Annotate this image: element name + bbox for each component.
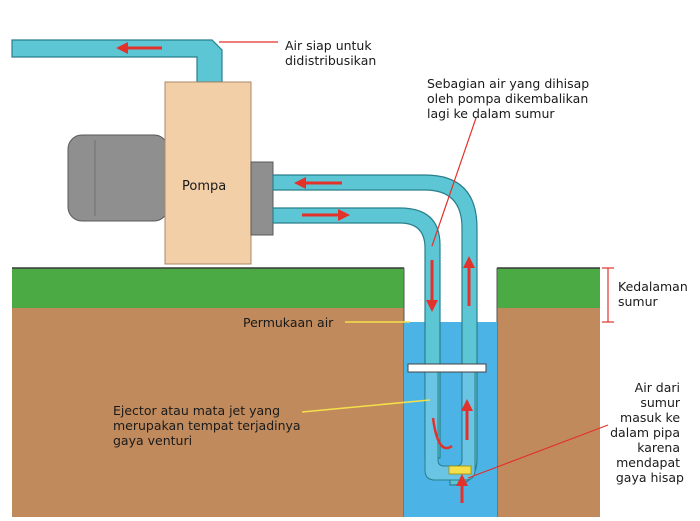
ground [12, 267, 600, 517]
soil-right [497, 268, 600, 517]
callout-lines [219, 41, 614, 479]
label-ejector: Ejector atau mata jet yang merupakan tem… [113, 403, 305, 448]
pump-body [164, 81, 252, 265]
pump-coupling [250, 161, 274, 236]
label-water-surface: Permukaan air [243, 315, 334, 330]
pipe-clamp [407, 363, 487, 373]
arrow-ejector-loop [431, 417, 453, 450]
grass-left [12, 268, 404, 308]
motor-housing [67, 134, 169, 222]
flow-arrows [116, 42, 475, 503]
pump-motor [67, 134, 169, 222]
soil-left [12, 268, 404, 517]
label-suction: Air dari sumur masuk ke dalam pipa karen… [610, 380, 684, 485]
ejector-nozzle [448, 465, 472, 475]
label-returned-water: Sebagian air yang dihisap oleh pompa dik… [427, 76, 593, 121]
grass-right [497, 268, 600, 308]
label-well-depth: Kedalaman sumur [618, 279, 692, 309]
label-distribution: Air siap untuk didistribusikan [285, 38, 376, 68]
label-pump: Pompa [182, 179, 226, 194]
distribution-pipe [11, 39, 223, 83]
